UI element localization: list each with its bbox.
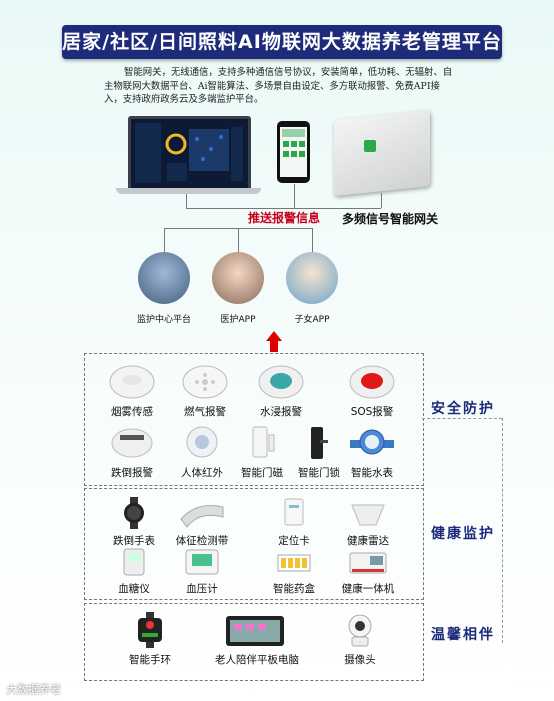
up-arrow-icon <box>266 331 282 341</box>
receiver-label: 子女APP <box>294 315 330 325</box>
watermark: 大数据养老 <box>6 683 61 696</box>
health-section <box>84 488 424 600</box>
safety-section <box>84 353 424 486</box>
device-vital-belt: 体征检测带 <box>172 497 232 548</box>
device-door-sensor: 智能门磁 <box>232 425 292 480</box>
device-pill-box: 智能药盒 <box>264 547 324 596</box>
device-health-station: 健康一体机 <box>338 547 398 596</box>
device-glucose-meter: 血糖仪 <box>104 547 164 596</box>
device-camera: 摄像头 <box>330 612 390 667</box>
laptop-dashboard-image <box>128 116 251 192</box>
section-title-health: 健康监护 <box>431 526 495 542</box>
device-fall-alarm: 跌倒报警 <box>102 425 162 480</box>
receiver-label: 医护APP <box>220 315 256 325</box>
companion-section <box>84 603 424 681</box>
monitoring-center-image <box>138 252 190 304</box>
laptop-base <box>116 188 261 194</box>
gateway-device-image <box>334 109 430 197</box>
receiver-label: 监护中心平台 <box>136 315 191 325</box>
device-health-radar: 健康雷达 <box>338 497 398 548</box>
gateway-logo-icon <box>364 140 376 152</box>
device-locator-card: 定位卡 <box>264 497 324 548</box>
description-text: 智能网关，无线通信，支持多种通信信号协议，安装简单，低功耗、无辐射、自主物联网大… <box>104 67 453 105</box>
section-title-companion: 温馨相伴 <box>431 627 495 643</box>
device-water-leak-alarm: 水浸报警 <box>251 362 311 419</box>
section-title-safety: 安全防护 <box>431 401 495 417</box>
device-blood-pressure-monitor: 血压计 <box>172 547 232 596</box>
device-pir-sensor: 人体红外 <box>172 425 232 480</box>
device-sos-alarm: SOS报警 <box>342 362 402 419</box>
device-fall-watch: 跌倒手表 <box>104 497 164 548</box>
up-arrow-stem <box>270 340 278 352</box>
device-companion-tablet: 老人陪伴平板电脑 <box>215 612 299 667</box>
phone-screen <box>280 127 307 177</box>
device-gas-alarm: 燃气报警 <box>175 362 235 419</box>
device-smart-lock: 智能门锁 <box>289 425 349 480</box>
device-smart-band: 智能手环 <box>120 612 180 667</box>
medical-app-image <box>212 252 264 304</box>
push-alert-label: 推送报警信息 <box>248 211 321 225</box>
gateway-label: 多频信号智能网关 <box>342 212 439 226</box>
page-title: 居家/社区/日间照料AI物联网大数据养老管理平台 <box>62 25 502 59</box>
device-water-meter: 智能水表 <box>342 425 402 480</box>
family-app-image <box>286 252 338 304</box>
device-smoke-sensor: 烟雾传感 <box>102 362 162 419</box>
